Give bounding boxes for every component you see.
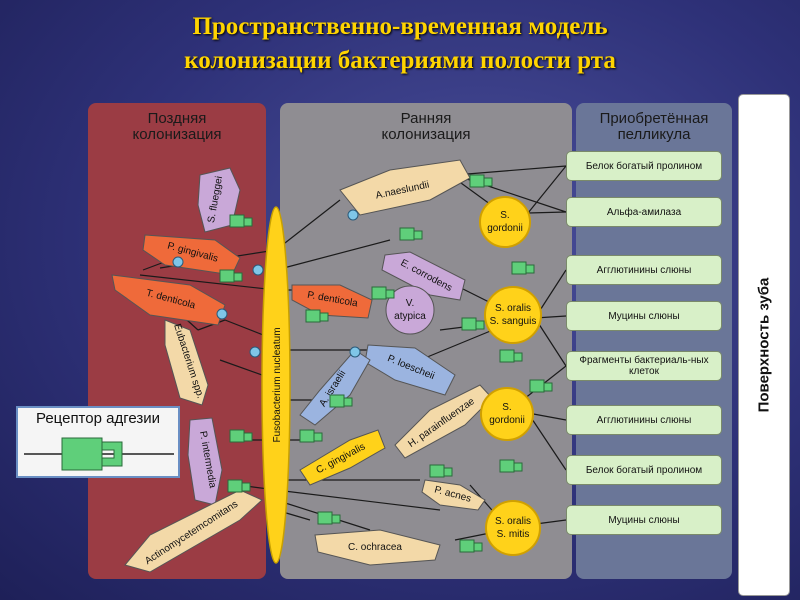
pellicle-item: Агглютинины слюны [566,405,722,435]
legend-receptor-icon [24,437,174,471]
pellicle-item: Альфа-амилаза [566,197,722,227]
fusobacterium-nucleatum: Fusobacterium nucleatum [261,206,291,564]
pellicle-panel: Приобретённая пелликула [576,103,732,579]
h-parainfluenzae: H. parainfluenzae [394,384,493,459]
streptococcus-circle-2: S. oralis S. sanguis [484,286,542,344]
v-atypica: V. atypica [385,285,435,335]
pellicle-item: Белок богатый пролином [566,151,722,181]
early-colonization-heading: Ранняя колонизация [381,110,471,143]
page-title: Пространственно-временная модель колониз… [0,10,800,78]
v-atypica-line1: V. [406,298,415,309]
streptococcus-circle-3: S. gordonii [480,387,534,441]
tooth-surface-bar: Поверхность зуба [738,94,790,596]
fusobacterium-label: Fusobacterium nucleatum [272,327,283,442]
svg-text:S. sanguis: S. sanguis [490,316,537,327]
p-loescheii: P. loescheii [364,344,456,396]
v-atypica-line2: atypica [394,311,426,322]
svg-text:gordonii: gordonii [489,415,525,426]
svg-text:S. oralis: S. oralis [495,303,531,314]
late-colonization-heading: Поздняя колонизация [132,110,222,143]
streptococcus-circle-4: S. oralis S. mitis [485,500,541,556]
pellicle-item: Белок богатый пролином [566,455,722,485]
p-acnes: P. acnes [421,479,486,511]
pellicle-item: Муцины слюны [566,505,722,535]
svg-text:S.: S. [502,402,511,413]
p-intermedia: P. intermedia [187,417,223,506]
svg-text:S.: S. [500,210,509,221]
pellicle-item: Фрагменты бактериаль-ных клеток [566,351,722,381]
c-ochracea: C. ochracea [314,529,441,566]
svg-text:gordonii: gordonii [487,223,523,234]
a-israelii: A. israelii [299,349,371,426]
t-denticola: T. denticola [111,274,226,326]
receptor-dots [172,209,361,358]
actinomycetemcomitans: Actinomycetemcomitans [124,489,263,573]
adhesion-receptor-legend: Рецептор адгезии [16,406,180,478]
svg-text:S. oralis: S. oralis [495,516,531,527]
pellicle-item: Агглютинины слюны [566,255,722,285]
p-denticola: P. denticola [291,284,373,319]
a-naeslundii: A.naeslundii [339,159,471,216]
legend-label: Рецептор адгезии [35,410,160,427]
title-line-1: Пространственно-временная модель [192,13,608,40]
svg-text:S. mitis: S. mitis [497,529,530,540]
pellicle-heading: Приобретённая пелликула [599,110,709,143]
c-ochracea-label: C. ochracea [348,542,402,553]
title-line-2: колонизации бактериями полости рта [184,47,616,74]
streptococcus-circle-1: S. gordonii [479,196,531,248]
p-gingivalis-late: P. gingivalis [142,234,241,276]
adhesion-receptors [219,174,553,553]
pellicle-item: Муцины слюны [566,301,722,331]
eubacterium: Eubacterium spp. [164,319,209,406]
